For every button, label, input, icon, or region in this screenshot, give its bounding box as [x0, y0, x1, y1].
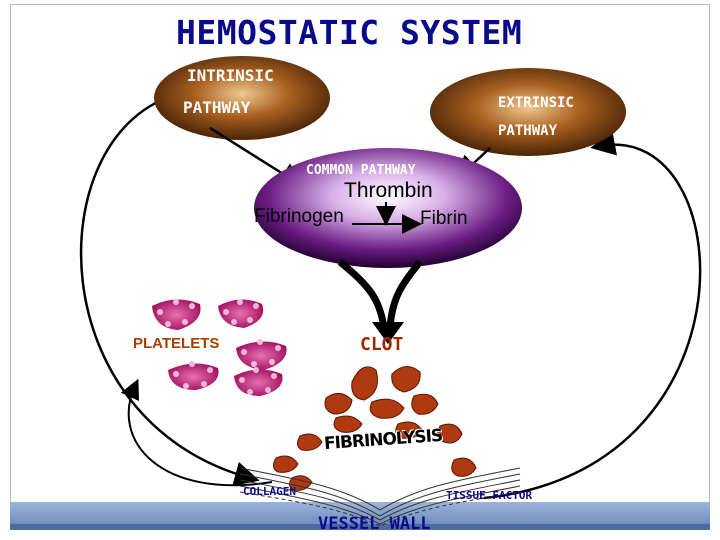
platelet-5: [234, 367, 283, 396]
platelet-group: [152, 299, 287, 396]
intrinsic-label-line1: INTRINSIC: [187, 66, 274, 85]
bottom-bar-strip: [10, 524, 710, 530]
collagen-label: COLLAGEN: [243, 485, 296, 498]
common-to-clot-arrow: [337, 259, 388, 329]
platelet-3: [236, 339, 287, 370]
extrinsic-label-line2: PATHWAY: [498, 123, 558, 139]
platelet-1: [152, 299, 201, 330]
clot-label: CLOT: [360, 334, 404, 355]
vessel-wall-layers: [239, 467, 521, 527]
platelet-collagen-arrow: [120, 378, 273, 487]
common-pathway-label: COMMON PATHWAY: [306, 163, 416, 178]
platelet-4: [168, 361, 219, 390]
intrinsic-label-line2: PATHWAY: [183, 98, 251, 117]
platelets-label: PLATELETS: [133, 335, 220, 352]
page-title: HEMOSTATIC SYSTEM: [176, 13, 523, 52]
intrinsic-pathway-ellipse: [154, 56, 330, 140]
thrombin-label: Thrombin: [344, 179, 433, 202]
extrinsic-label-line1: EXTRINSIC: [498, 95, 574, 111]
right-loop-arrow: [483, 131, 702, 500]
left-loop-arrow: [80, 94, 260, 487]
fibrin-label: Fibrin: [420, 208, 468, 229]
bottom-bar: [10, 502, 710, 524]
platelets-to-clot-arrow: [386, 259, 423, 329]
vessel-wall-label: VESSEL WALL: [318, 514, 431, 534]
extrinsic-pathway-ellipse: [430, 68, 626, 156]
fibrinogen-label: Fibrinogen: [254, 206, 344, 227]
tissue-factor-label: TISSUE FACTOR: [446, 489, 533, 502]
clot-cells: [272, 366, 477, 491]
platelet-2: [218, 299, 264, 328]
